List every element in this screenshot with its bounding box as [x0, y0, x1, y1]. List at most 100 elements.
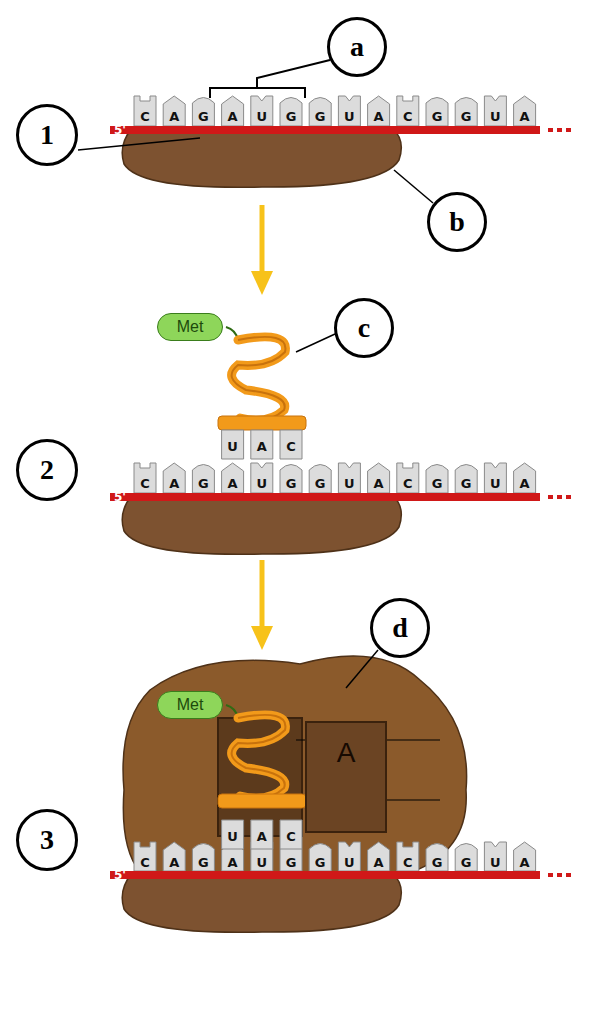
nucleotide [514, 842, 536, 871]
nucleotide [338, 842, 360, 871]
base-letter: A [374, 477, 384, 490]
base-letter: C [286, 830, 296, 843]
strand-end: 5' [114, 491, 126, 503]
base-letter: U [490, 856, 501, 869]
base-letter: C [403, 477, 413, 490]
base-letter: A [228, 477, 238, 490]
nucleotide [397, 463, 419, 493]
nucleotide [192, 98, 214, 127]
nucleotide [192, 465, 214, 494]
base-letter: A [257, 440, 267, 453]
base-letter: G [461, 477, 472, 490]
mrna-continues [557, 495, 562, 499]
nucleotide [514, 96, 536, 126]
base-letter: A [228, 856, 238, 869]
base-letter: G [432, 477, 443, 490]
base-letter: U [257, 856, 268, 869]
ribosome-site: A [305, 721, 387, 833]
nucleotide [455, 844, 477, 872]
nucleotide [514, 463, 536, 493]
nucleotide [484, 96, 506, 126]
mrna-strand [110, 871, 540, 879]
amino-acid: Met [157, 691, 223, 719]
node-text: 1 [40, 119, 54, 151]
amino-acid: Met [157, 313, 223, 341]
node-text: Met [177, 696, 204, 714]
base-letter: A [228, 110, 238, 123]
callout-letter: d [370, 598, 430, 658]
nucleotide [163, 96, 185, 126]
nucleotide [426, 98, 448, 127]
base-letter: C [403, 110, 413, 123]
node-text: d [392, 612, 408, 644]
callout-number: 3 [16, 809, 78, 871]
nucleotide [134, 842, 156, 871]
nucleotide [134, 463, 156, 493]
callout-letter: c [334, 298, 394, 358]
mrna-continues [566, 128, 571, 132]
base-letter: U [344, 856, 355, 869]
node-text: A [337, 737, 356, 769]
callout-number: 1 [16, 104, 78, 166]
mrna-strand [110, 126, 540, 134]
callout-letter: b [427, 192, 487, 252]
base-letter: C [140, 477, 150, 490]
strand-end: 5' [114, 869, 126, 881]
nucleotide [309, 465, 331, 494]
base-letter: C [140, 856, 150, 869]
nucleotide [222, 96, 244, 126]
base-letter: C [140, 110, 150, 123]
base-letter: G [432, 856, 443, 869]
base-letter: U [490, 110, 501, 123]
mrna-continues [557, 873, 562, 877]
nucleotide [280, 465, 302, 494]
base-letter: U [490, 477, 501, 490]
nucleotide [397, 842, 419, 871]
nucleotide [338, 463, 360, 493]
node-text: 3 [40, 824, 54, 856]
nucleotide [163, 842, 185, 871]
nucleotide [309, 98, 331, 127]
mrna-continues [566, 495, 571, 499]
base-letter: G [461, 856, 472, 869]
anticodon-base [251, 820, 273, 849]
base-letter: A [520, 110, 530, 123]
anticodon-base [222, 820, 244, 849]
nucleotide [222, 463, 244, 493]
strand-end: 5' [114, 124, 126, 136]
callout-letter: a [327, 17, 387, 77]
base-letter: G [286, 856, 297, 869]
anticodon-base [280, 820, 302, 849]
base-letter: A [257, 830, 267, 843]
anticodon-base [280, 430, 302, 459]
base-letter: U [344, 110, 355, 123]
base-letter: U [227, 440, 238, 453]
node-text: c [358, 312, 370, 344]
nucleotide [134, 96, 156, 126]
base-letter: A [374, 856, 384, 869]
base-letter: G [461, 110, 472, 123]
nucleotide [251, 96, 273, 126]
base-letter: G [286, 477, 297, 490]
node-text: a [350, 31, 364, 63]
nucleotide [426, 465, 448, 494]
node-text: Met [177, 318, 204, 336]
nucleotide [251, 463, 273, 493]
base-letter: A [169, 477, 179, 490]
nucleotide [280, 98, 302, 127]
base-letter: U [257, 477, 268, 490]
nucleotide [368, 842, 390, 871]
anticodon-base [222, 430, 244, 459]
mrna-continues [548, 128, 553, 132]
nucleotide [368, 96, 390, 126]
mrna-continues [566, 873, 571, 877]
nucleotide [192, 844, 214, 872]
node-text: 2 [40, 454, 54, 486]
nucleotide [426, 844, 448, 872]
mrna-strand [110, 493, 540, 501]
nucleotide [484, 463, 506, 493]
base-letter: G [315, 477, 326, 490]
base-letter: U [227, 830, 238, 843]
base-letter: A [520, 477, 530, 490]
